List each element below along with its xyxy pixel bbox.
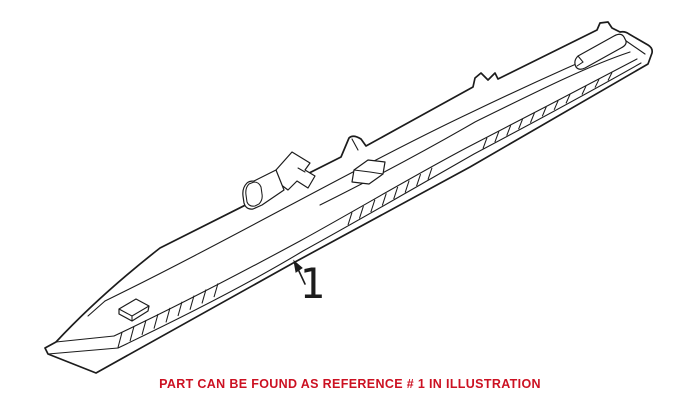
caption-text: PART CAN BE FOUND AS REFERENCE # 1 IN IL… (159, 377, 541, 391)
right-end-window (575, 34, 626, 69)
center-boss (352, 160, 385, 184)
left-mounting-tab (119, 299, 149, 321)
part-body-outline (45, 22, 652, 373)
wiring-connector (243, 152, 315, 209)
reference-number-label: 1 (299, 259, 325, 308)
lens-segment-ticks (118, 73, 612, 348)
reference-arrow (294, 261, 305, 284)
